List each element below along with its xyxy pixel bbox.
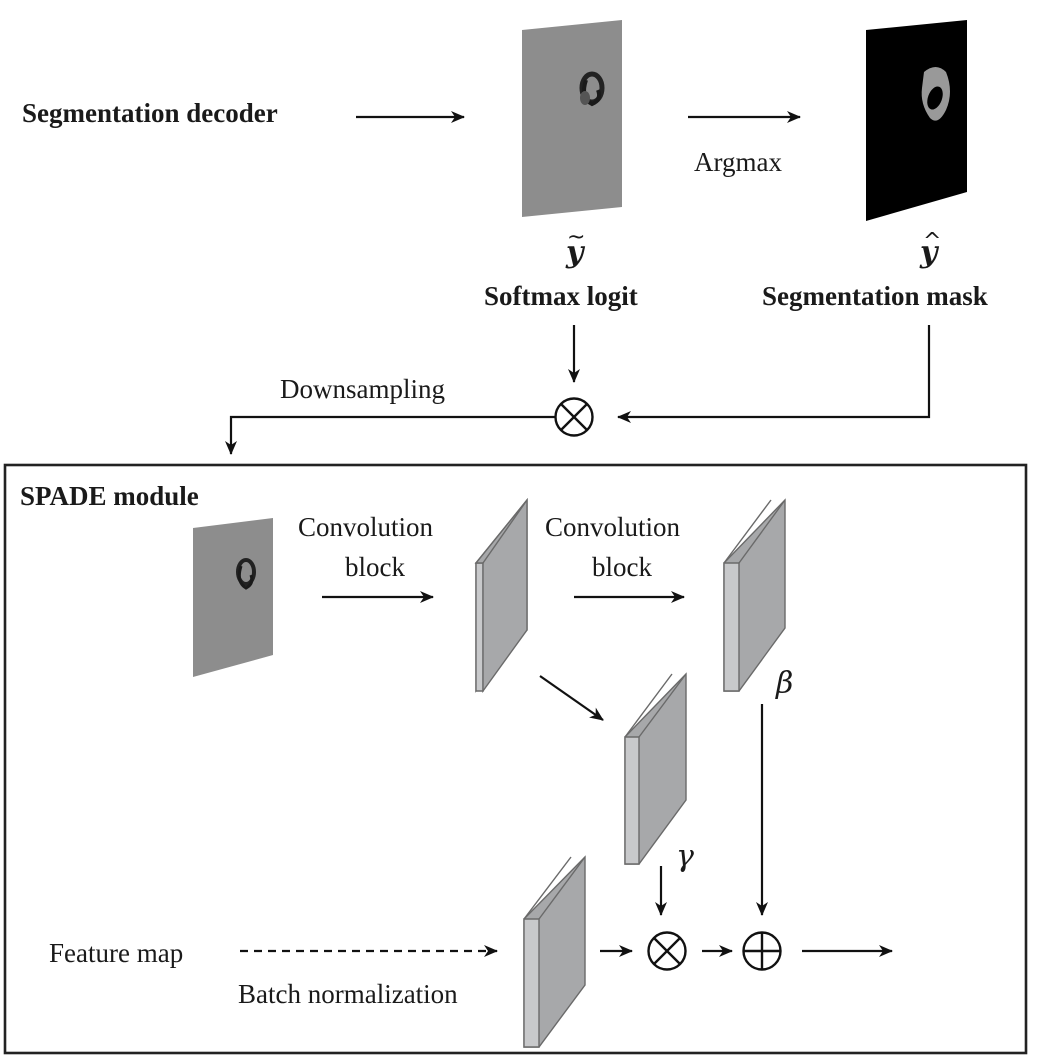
- feature-map-label: Feature map: [49, 938, 183, 968]
- svg-text:y: y: [565, 235, 586, 270]
- svg-text:y: y: [919, 235, 940, 270]
- top-multiply-operator: [554, 397, 594, 437]
- segmentation-decoder-label: Segmentation decoder: [22, 98, 278, 128]
- segmentation-mask-image: [866, 20, 967, 221]
- beta-label: β: [775, 666, 793, 701]
- svg-text:^: ^: [923, 229, 941, 254]
- softmax-logit-label: Softmax logit: [484, 281, 638, 311]
- normalized-feature-block: [523, 855, 586, 1048]
- conv-to-gamma-arrow: [539, 675, 604, 721]
- conv-block-1-label-line2: block: [345, 552, 405, 582]
- feature-block-1: [474, 498, 528, 694]
- beta-feature-block: [723, 498, 786, 692]
- y-hat-symbol: y ^: [919, 229, 941, 270]
- argmax-label: Argmax: [694, 147, 782, 177]
- y-tilde-symbol: y ~: [565, 225, 586, 270]
- mask-to-multiply-arrow: [617, 325, 931, 423]
- segmentation-mask-label: Segmentation mask: [762, 281, 988, 311]
- softmax-logit-image: [522, 20, 622, 217]
- downsampling-arrow: [225, 415, 555, 455]
- gamma-label: γ: [676, 839, 694, 874]
- downsampling-label: Downsampling: [280, 374, 445, 404]
- conv-block-2-label-line1: Convolution: [545, 512, 681, 542]
- svg-text:~: ~: [567, 225, 585, 250]
- conv-block-2-label-line2: block: [592, 552, 652, 582]
- bottom-multiply-operator: [647, 931, 687, 971]
- add-operator: [742, 931, 782, 971]
- gamma-feature-block: [624, 672, 687, 865]
- downsampled-input-image: [193, 518, 273, 677]
- spade-module-label: SPADE module: [20, 481, 199, 511]
- batch-normalization-label: Batch normalization: [238, 979, 458, 1009]
- spade-module-box: [3, 463, 1028, 1055]
- conv-block-1-label-line1: Convolution: [298, 512, 434, 542]
